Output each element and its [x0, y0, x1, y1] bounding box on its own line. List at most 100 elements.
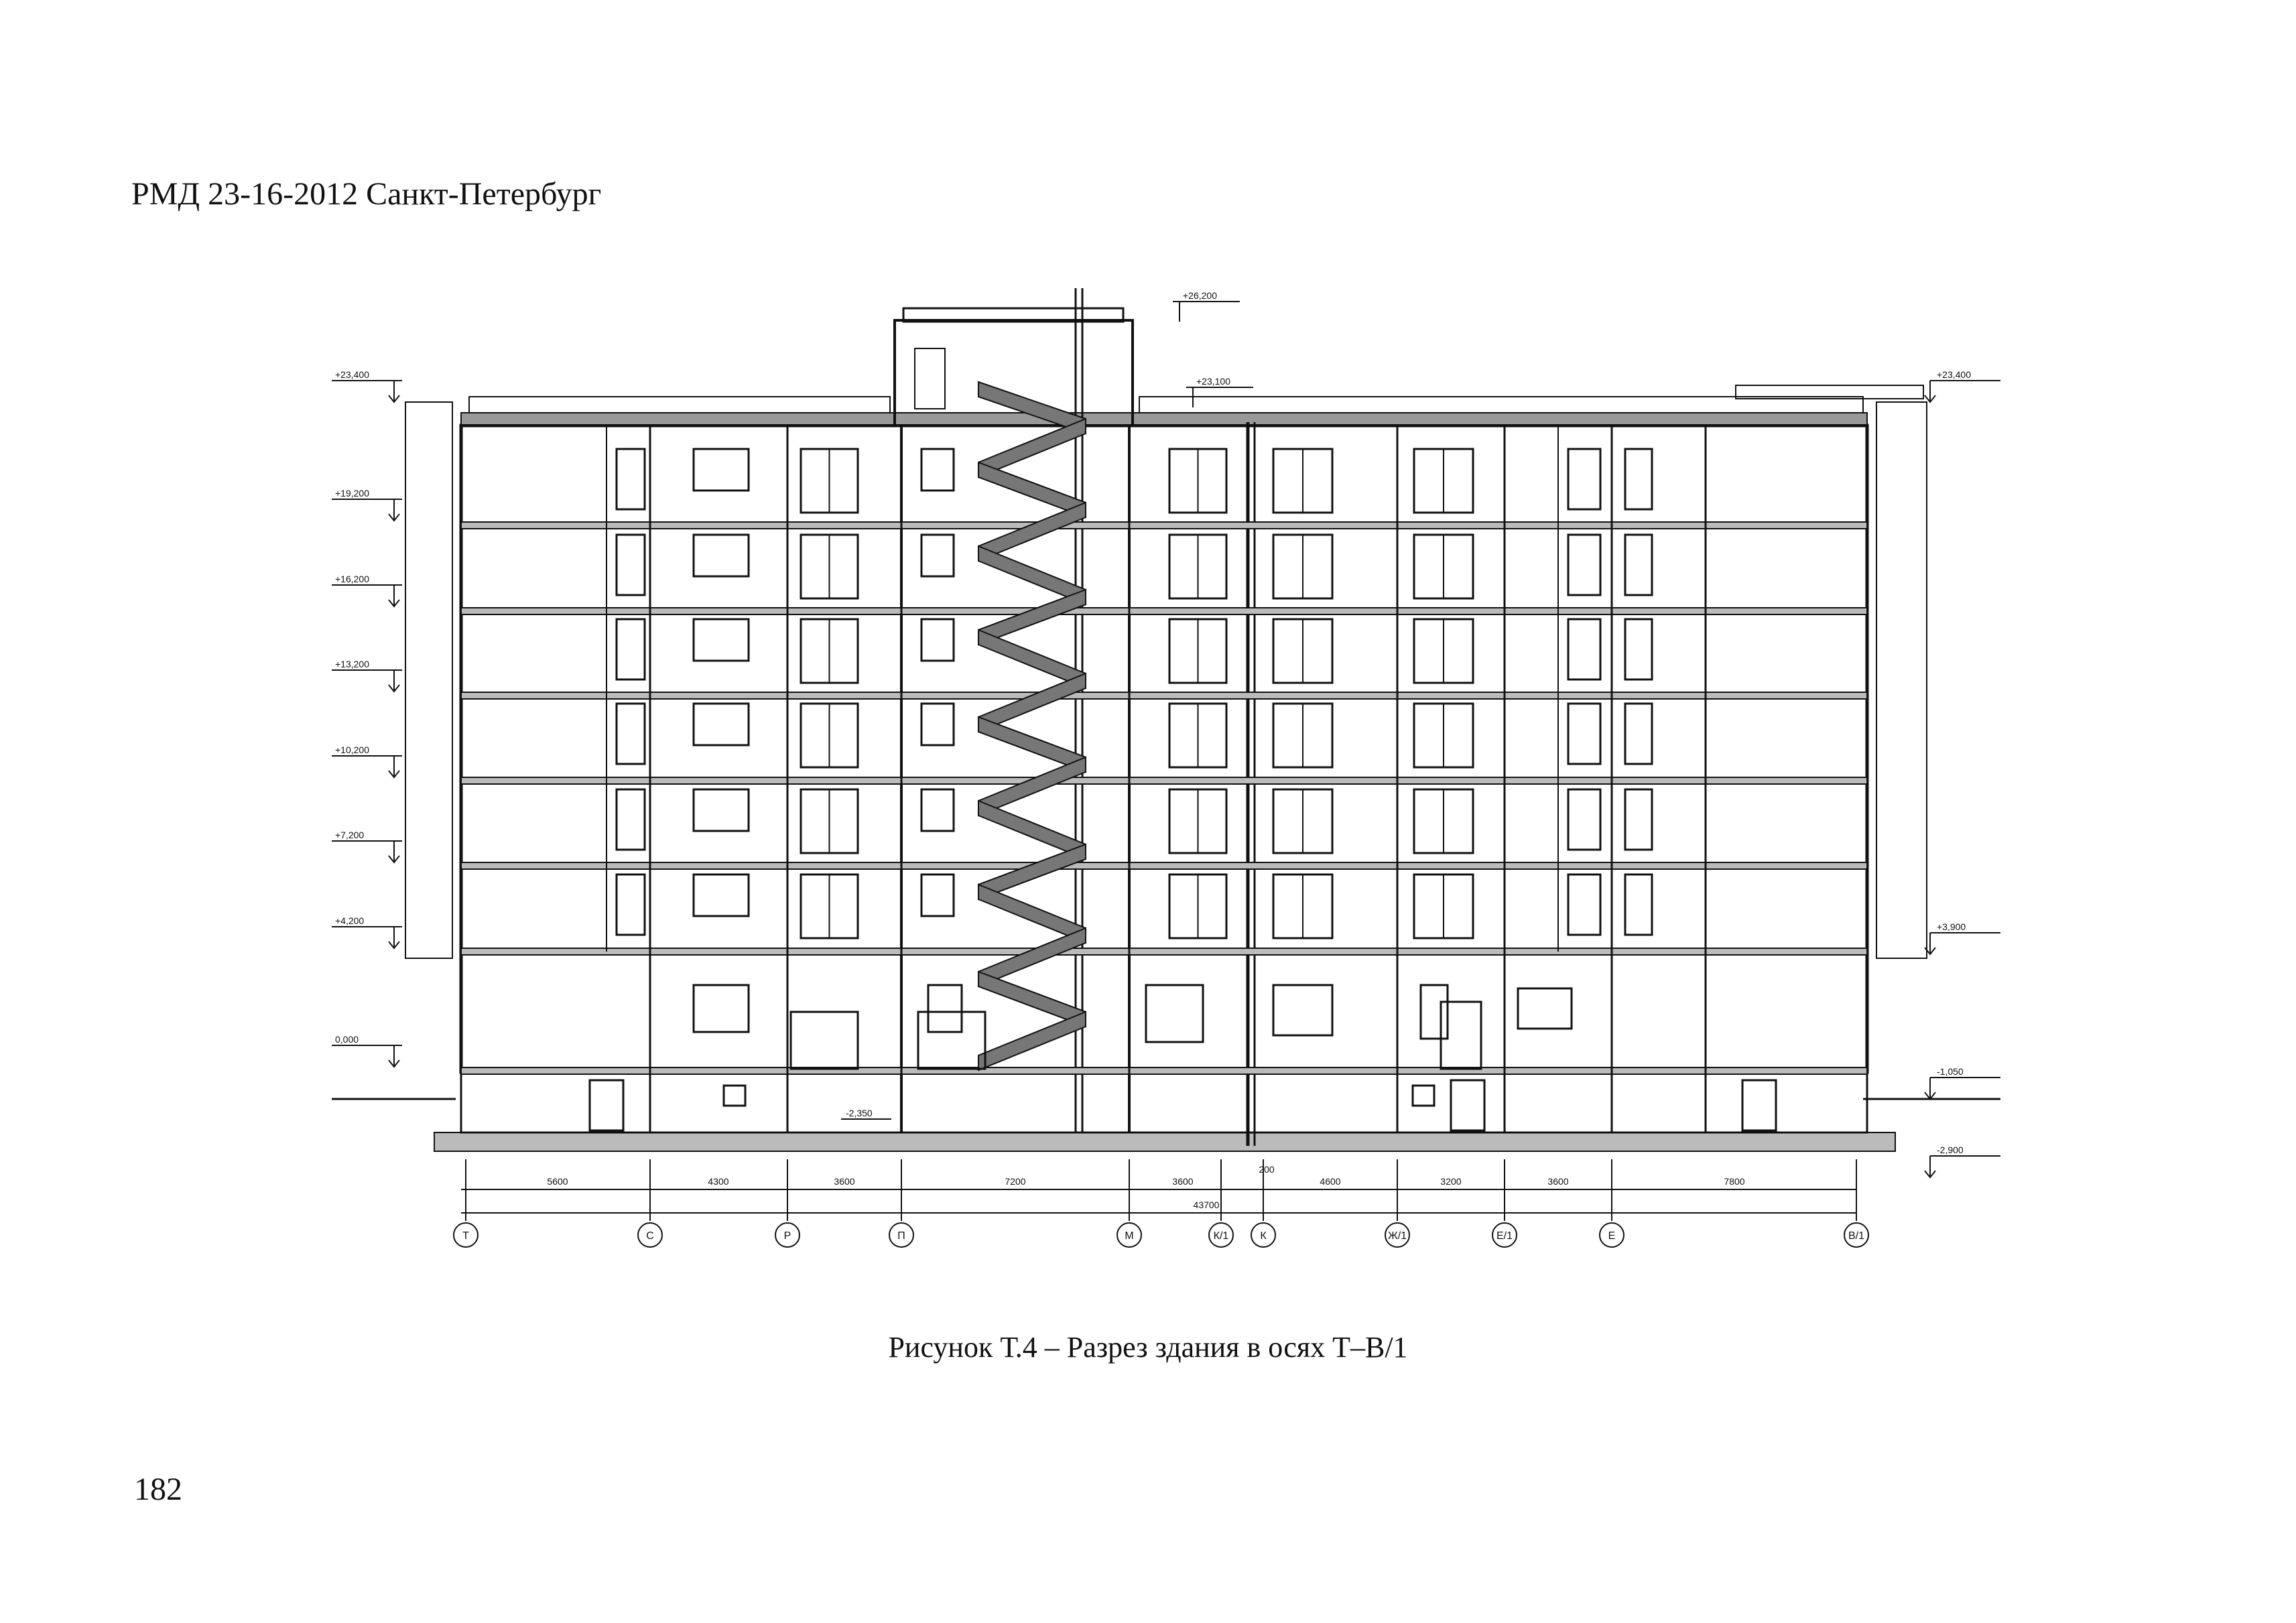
basement-opening	[1741, 1079, 1777, 1132]
level-mark-left: 0,000	[335, 1034, 359, 1045]
dimension-label: 5600	[547, 1176, 568, 1187]
axis-label: К/1	[1214, 1230, 1229, 1242]
basement-opening	[722, 1084, 747, 1107]
axis-bubble	[775, 1222, 800, 1248]
axis-bubble	[453, 1222, 479, 1248]
level-mark-left: +13,200	[335, 659, 369, 669]
door-opening	[1567, 533, 1602, 596]
level-arrow	[1924, 395, 1936, 403]
basement-opening	[1450, 1079, 1486, 1132]
window	[692, 788, 750, 832]
window	[920, 618, 955, 662]
level-arrow	[388, 855, 400, 864]
level-mark-left: +10,200	[335, 744, 369, 755]
axis-label: Т	[462, 1230, 469, 1242]
level-mark-right: +23,400	[1937, 369, 1971, 380]
axis-label: Е/1	[1496, 1230, 1513, 1242]
door-opening	[615, 788, 646, 851]
window	[692, 873, 750, 917]
floor-slab	[460, 777, 1868, 785]
window	[692, 984, 750, 1033]
floor-slab	[460, 692, 1868, 700]
door-opening	[1567, 702, 1602, 765]
floor-slab	[460, 607, 1868, 615]
door-opening	[1567, 873, 1602, 936]
door-opening	[1624, 788, 1653, 851]
entrance-door	[917, 1011, 986, 1070]
window	[927, 984, 963, 1033]
level-mark-right: -1,050	[1937, 1066, 1964, 1077]
window	[1419, 984, 1449, 1040]
axis-label: М	[1125, 1230, 1133, 1242]
level-mark-top: +26,200	[1183, 290, 1217, 301]
floor-slab	[460, 521, 1868, 529]
floor-slab	[460, 1067, 1868, 1075]
door-opening	[1567, 788, 1602, 851]
window	[692, 618, 750, 662]
axis-bubble	[889, 1222, 914, 1248]
dimension-joint: 200	[1259, 1164, 1275, 1175]
basement-opening	[1411, 1084, 1436, 1107]
dimension-label: 7200	[1005, 1176, 1025, 1187]
window	[1517, 987, 1573, 1030]
door-opening	[1624, 873, 1653, 936]
dimension-label: 3600	[834, 1176, 854, 1187]
axis-label: Е	[1608, 1230, 1616, 1242]
dimension-label: 3200	[1440, 1176, 1461, 1187]
door-opening	[615, 702, 646, 765]
axis-bubble	[1492, 1222, 1517, 1248]
axis-label: П	[897, 1230, 905, 1242]
window	[1145, 984, 1204, 1043]
document-header: РМД 23-16-2012 Санкт-Петербург	[131, 176, 602, 212]
level-arrow	[1924, 947, 1936, 956]
door-opening	[1567, 448, 1602, 511]
door-opening	[615, 533, 646, 596]
window	[920, 448, 955, 492]
door-opening	[1624, 448, 1653, 511]
floor-slab	[460, 862, 1868, 870]
window	[920, 873, 955, 917]
dimension-total: 43700	[1194, 1199, 1220, 1210]
level-arrow	[388, 684, 400, 693]
page-number: 182	[134, 1472, 182, 1507]
level-mark-left: +4,200	[335, 915, 364, 926]
axis-label: Р	[784, 1230, 791, 1242]
level-mark-left: +23,400	[335, 369, 369, 380]
axis-bubble	[637, 1222, 663, 1248]
figure-caption: Рисунок Т.4 – Разрез здания в осях Т–В/1	[888, 1331, 1408, 1364]
axis-bubble	[1599, 1222, 1624, 1248]
door-opening	[615, 618, 646, 681]
axis-bubble	[1208, 1222, 1234, 1248]
door-opening	[1624, 618, 1653, 681]
level-arrow	[1924, 1170, 1936, 1179]
axis-label: С	[646, 1230, 654, 1242]
axis-bubble	[1117, 1222, 1142, 1248]
window	[920, 702, 955, 746]
level-arrow	[388, 770, 400, 779]
floor-slab	[460, 948, 1868, 956]
level-arrow	[388, 1059, 400, 1068]
dimension-label: 3600	[1172, 1176, 1193, 1187]
entrance-door	[789, 1011, 859, 1070]
level-arrow	[388, 395, 400, 403]
level-arrow	[388, 599, 400, 608]
door-opening	[615, 448, 646, 511]
entrance-door	[1440, 1000, 1482, 1070]
window	[1272, 984, 1334, 1037]
dimension-label: 3600	[1547, 1176, 1568, 1187]
level-mark-left: +19,200	[335, 488, 369, 499]
level-mark-top: +23,100	[1196, 376, 1230, 387]
level-mark-basement: -2,350	[846, 1108, 873, 1118]
window	[692, 533, 750, 578]
door-opening	[1567, 618, 1602, 681]
axis-label: Ж/1	[1388, 1230, 1407, 1242]
axis-bubble	[1251, 1222, 1276, 1248]
level-arrow	[1924, 1092, 1936, 1100]
level-mark-right: -2,900	[1937, 1145, 1964, 1155]
level-arrow	[388, 513, 400, 522]
level-arrow	[388, 941, 400, 950]
stair-flight	[978, 1011, 1086, 1072]
window	[692, 702, 750, 746]
basement-opening	[588, 1079, 625, 1132]
